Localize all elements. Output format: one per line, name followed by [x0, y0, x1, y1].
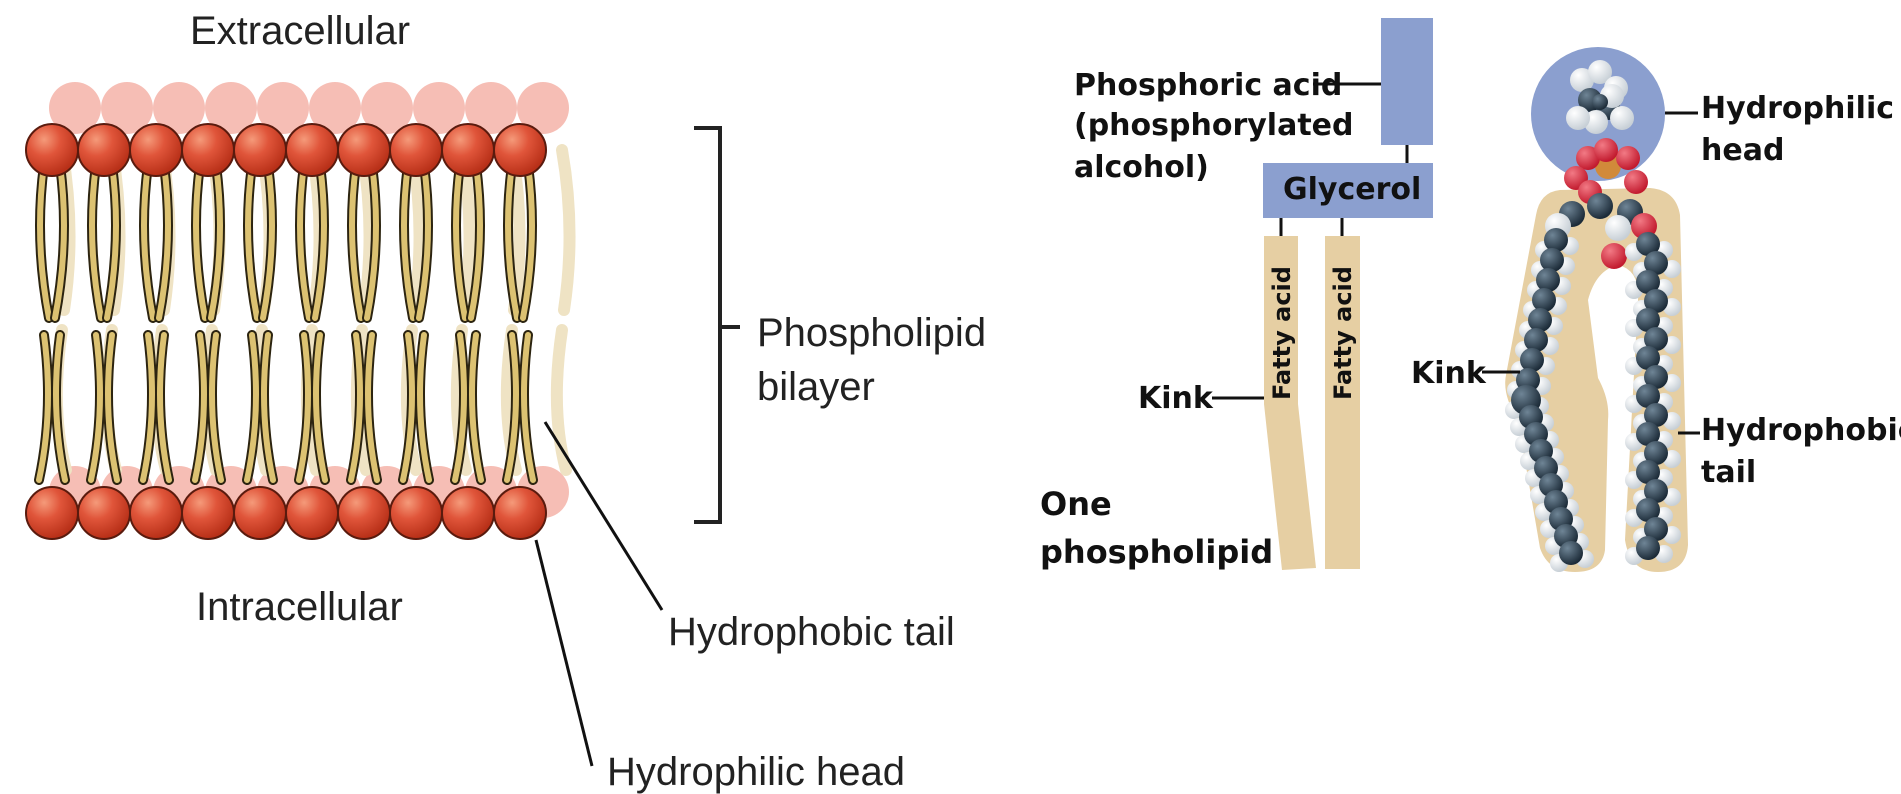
lipid-head [26, 124, 78, 176]
lipid-head [442, 124, 494, 176]
kink-label-schematic: Kink [1138, 381, 1214, 416]
atom-sphere [1559, 541, 1583, 565]
lipid-head [78, 124, 130, 176]
caption-line1: One [1040, 485, 1112, 523]
caption-line2: phospholipid [1040, 533, 1273, 571]
atom-sphere [1594, 138, 1618, 162]
head-leader-line [536, 540, 592, 766]
lipid-head [182, 487, 234, 539]
hydrophilic-head-label: Hydrophilic head [607, 750, 905, 794]
lipid-head [390, 124, 442, 176]
lipid-tails [39, 150, 570, 480]
hydrophobic-tail-label: Hydrophobic tail [668, 610, 955, 654]
phosphoric-label-line1: Phosphoric acid [1074, 68, 1342, 103]
atom-sphere [1540, 248, 1564, 272]
tail-leader-line [545, 422, 662, 610]
lipid-head [130, 124, 182, 176]
lipid-head [338, 487, 390, 539]
lipid-head [130, 487, 182, 539]
atom-sphere [1610, 106, 1634, 130]
atom-sphere [1520, 348, 1544, 372]
lipid-head [234, 487, 286, 539]
bilayer-label-line2: bilayer [757, 365, 875, 409]
glycerol-label: Glycerol [1283, 172, 1421, 207]
lipid-head [26, 487, 78, 539]
fatty-acid-2-label: Fatty acid [1329, 266, 1357, 400]
lipid-head [494, 124, 546, 176]
lipid-head [494, 487, 546, 539]
lipid-head [286, 124, 338, 176]
atom-sphere [1536, 268, 1560, 292]
lipid-tail-back [562, 150, 570, 310]
atom-sphere [1624, 170, 1648, 194]
atom-sphere [1636, 536, 1660, 560]
bilayer-diagram: Extracellular Intracellular Phospholipid… [26, 9, 986, 794]
schematic-diagram: Glycerol Phosphoric acid (phosphorylated… [1040, 18, 1433, 571]
phosphoric-label-line3: alcohol) [1074, 150, 1209, 185]
kink-label-model: Kink [1411, 356, 1487, 391]
atom-sphere [1566, 106, 1590, 130]
atom-sphere [1605, 215, 1631, 241]
atom-sphere [1616, 146, 1640, 170]
extracellular-label: Extracellular [190, 9, 410, 53]
lipid-head [442, 487, 494, 539]
atom-sphere [1524, 328, 1548, 352]
atom-sphere [1544, 228, 1568, 252]
bilayer-bracket [694, 128, 740, 522]
intracellular-label: Intracellular [196, 585, 403, 629]
phosphoric-label-line2: (phosphorylated [1074, 108, 1354, 143]
lipid-head [78, 487, 130, 539]
lipid-head [390, 487, 442, 539]
lipid-head [338, 124, 390, 176]
hydrophobic-tail-label-line2: tail [1701, 455, 1756, 490]
atom-sphere [1601, 243, 1627, 269]
atom-sphere [1532, 288, 1556, 312]
bilayer-label-line1: Phospholipid [757, 311, 986, 355]
lipid-head [182, 124, 234, 176]
atom-sphere [1592, 94, 1608, 110]
lipid-head [234, 124, 286, 176]
phosphate-block [1381, 18, 1433, 145]
atom-sphere [1528, 308, 1552, 332]
hydrophobic-tail-label-line1: Hydrophobic [1701, 413, 1901, 448]
hydrophilic-head-label-line2: head [1701, 133, 1784, 168]
atom-sphere [1587, 193, 1613, 219]
molecular-model-diagram: Hydrophilic head Kink Hydrophobic tail [1411, 47, 1901, 572]
fatty-acid-1-label: Fatty acid [1268, 266, 1296, 400]
lipid-head [286, 487, 338, 539]
hydrophilic-head-label-line1: Hydrophilic [1701, 91, 1894, 126]
